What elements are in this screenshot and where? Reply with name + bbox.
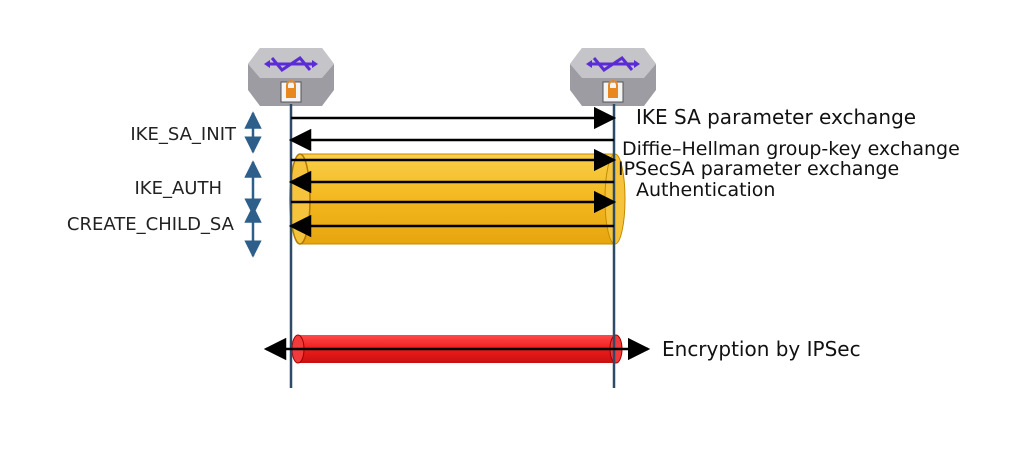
message-label-authentication: Authentication <box>636 179 775 201</box>
phase-label-ike-sa-init: IKE_SA_INIT <box>130 124 237 145</box>
tunnel-label-encryption: Encryption by IPSec <box>662 337 861 361</box>
message-label-dh-exchange: Diffie–Hellman group-key exchange <box>622 138 960 160</box>
ike-tunnel <box>289 153 626 245</box>
message-label-ipsec-sa-param: IPSecSA parameter exchange <box>618 158 899 180</box>
message-label-ike-sa-param: IKE SA parameter exchange <box>636 105 916 129</box>
phase-label-create-child-sa: CREATE_CHILD_SA <box>67 214 235 235</box>
left-router <box>248 48 334 106</box>
router-lock-icon <box>570 48 656 106</box>
phase-label-ike-auth: IKE_AUTH <box>134 178 222 199</box>
right-router <box>570 48 656 106</box>
router-lock-icon <box>248 48 334 106</box>
